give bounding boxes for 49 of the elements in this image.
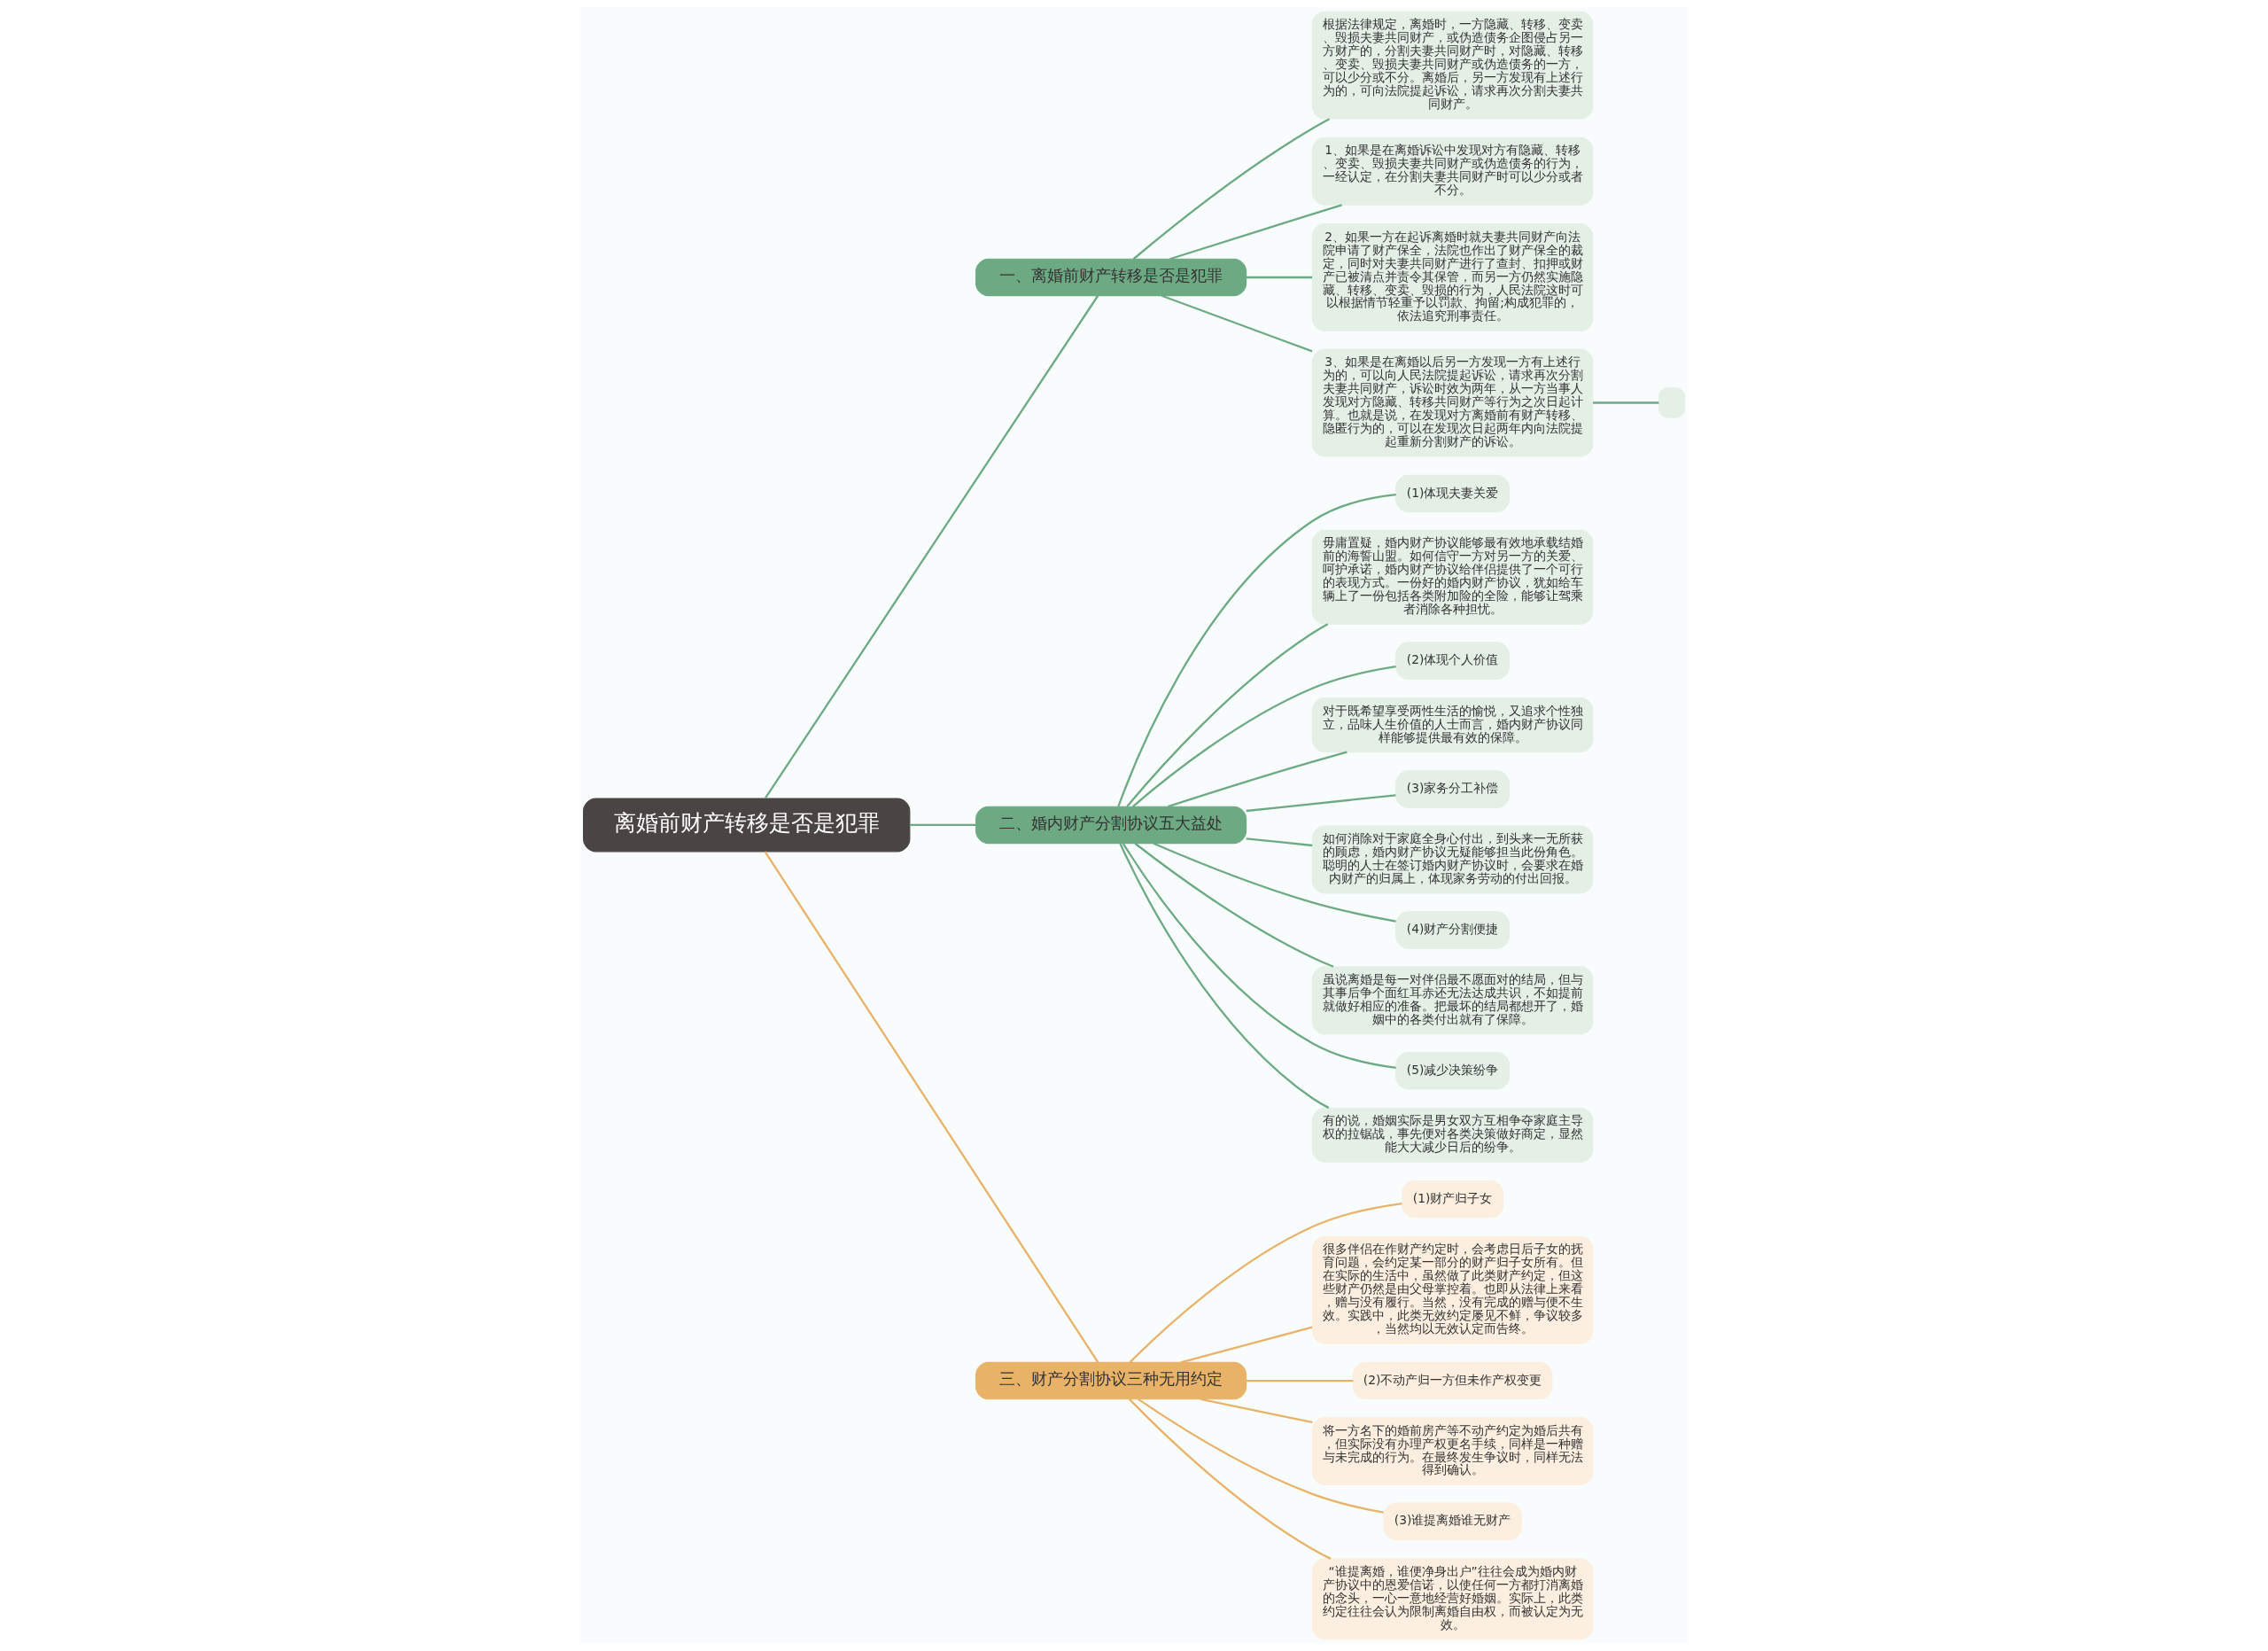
node-box: (3)谁提离婚谁无财产 xyxy=(1383,1502,1522,1541)
node-box: 3、如果是在离婚以后另一方发现一方有上述行为的，可以向人民法院提起诉讼，请求再次分割夫妻共同财产，诉讼时效为两年，从一方当事人发现对方隐藏、转移共同财产等行为之次日起计算。也就是说，在发现对方离婚前有财产转移、隐匿行为的，可以在发现次日起两年内向法院提起重新分割财产的诉讼。 xyxy=(1311,348,1594,457)
node-box: 一、离婚前财产转移是否是犯罪 xyxy=(975,258,1247,297)
node-box: 毋庸置疑，婚内财产协议能够最有效地承载结婚前的海誓山盟。如何信守一方对另一方的关爱、呵护承诺，婚内财产协议给伴侣提供了一个可行的表现方式。一份好的婚内财产协议，犹如给车辆上了一份包括各类附加险的全险，能够让驾乘者消除各种担忧。 xyxy=(1311,529,1594,625)
node-box: 三、财产分割协议三种无用约定 xyxy=(975,1361,1247,1400)
node-box: 如何消除对于家庭全身心付出，到头来一无所获的顾虑，婚内财产协议无疑能够担当此份角色。聪明的人士在签订婚内财产协议时，会要求在婚内财产的归属上，体现家务劳动的付出回报。 xyxy=(1311,825,1594,894)
node-box: (5)减少决策纷争 xyxy=(1395,1051,1511,1090)
node-box xyxy=(1658,387,1685,418)
node-box: (1)体现夫妻关爱 xyxy=(1395,474,1511,513)
connector xyxy=(1200,1398,1313,1424)
connector xyxy=(1119,843,1330,1110)
connector xyxy=(1138,1398,1384,1514)
node-box: 2、如果一方在起诉离婚时就夫妻共同财产向法院申请了财产保全，法院也作出了财产保全的裁定，同时对夫妻共同财产进行了查封、扣押或财产已被清点并责令其保管，而另一方仍然实施隐藏、转移、变卖、毁损的行为，人民法院这时可以根据情节轻重予以罚款、拘留;构成犯罪的，依法追究刑事责任。 xyxy=(1311,223,1594,331)
connector xyxy=(1246,1379,1354,1382)
node-box: 1、如果是在离婚诉讼中发现对方有隐藏、转移、变卖、毁损夫妻共同财产或伪造债务的行为，一经认定，在分割夫妻共同财产时可以少分或者不分。 xyxy=(1311,136,1594,206)
node-box: 虽说离婚是每一对伴侣最不愿面对的结局，但与其事后争个面红耳赤还无法达成共识，不如提前就做好相应的准备。把最坏的结局都想开了，婚姻中的各类付出就有了保障。 xyxy=(1311,966,1594,1035)
node-box: 将一方名下的婚前房产等不动产约定为婚后共有，但实际没有办理产权更名手续，同样是一种赠与未完成的行为。在最终发生争议时，同样无法得到确认。 xyxy=(1311,1416,1594,1486)
connector xyxy=(1122,843,1396,1070)
connector xyxy=(1153,842,1396,923)
node-box: (4)财产分割便捷 xyxy=(1395,911,1511,949)
node-box: 离婚前财产转移是否是犯罪 xyxy=(583,798,911,853)
node-box: (3)家务分工补偿 xyxy=(1395,770,1511,808)
node-box: (2)不动产归一方但未作产权变更 xyxy=(1352,1361,1553,1400)
connector xyxy=(1246,837,1313,847)
node-box: 二、婚内财产分割协议五大益处 xyxy=(975,806,1247,845)
connector xyxy=(1168,751,1348,808)
connector xyxy=(1593,401,1659,404)
node-box: 有的说，婚姻实际是男女双方互相争夺家庭主导权的拉锯战，事先便对各类决策做好商定，显然能大大减少日后的纷争。 xyxy=(1311,1107,1594,1163)
connector xyxy=(1246,276,1313,279)
connector xyxy=(1169,204,1342,261)
node-box: 根据法律规定，离婚时，一方隐藏、转移、变卖、毁损夫妻共同财产，或伪造债务企图侵占另一方财产的，分割夫妻共同财产时，对隐藏、转移、变卖、毁损夫妻共同财产或伪造债务的一方，可以少分或不分。离婚后，另一方发现有上述行为的，可向法院提起诉讼，请求再次分割夫妻共同财产。 xyxy=(1311,11,1594,120)
connector xyxy=(909,823,976,827)
node-box: (2)体现个人价值 xyxy=(1395,642,1511,680)
connector xyxy=(764,851,1099,1363)
connector xyxy=(1180,1326,1313,1364)
connector xyxy=(764,295,1099,799)
node-box: 对于既希望享受两性生活的愉悦，又追求个性独立，品味人生价值的人士而言，婚内财产协议同样能够提供最有效的保障。 xyxy=(1311,697,1594,753)
node-box: 很多伴侣在作财产约定时，会考虑日后子女的抚育问题，会约定某一部分的财产归子女所有。但在实际的生活中，虽然做了此类财产约定，但这些财产仍然是由父母掌控着。也即从法律上来看，赠与没有履行。当然，没有完成的赠与便不生效。实践中，此类无效约定屡见不鲜，争议较多，当然均以无效认定而告终。 xyxy=(1311,1235,1594,1344)
connector xyxy=(1132,666,1396,807)
connector xyxy=(1129,1398,1332,1560)
connector xyxy=(1126,623,1329,807)
connector xyxy=(1134,842,1334,968)
connector xyxy=(1129,1202,1402,1363)
connector xyxy=(1132,118,1331,261)
connector xyxy=(1117,494,1396,807)
node-box: “谁提离婚，谁便净身出户”往往会成为婚内财产协议中的恩爱信诺，以使任何一方都打消离婚的念头，一心一意地经营好婚姻。实际上，此类约定往往会认为限制离婚自由权，而被认定为无效。 xyxy=(1311,1558,1594,1640)
node-box: (1)财产归子女 xyxy=(1402,1180,1504,1219)
connector xyxy=(1161,294,1313,353)
connector xyxy=(1246,794,1396,813)
